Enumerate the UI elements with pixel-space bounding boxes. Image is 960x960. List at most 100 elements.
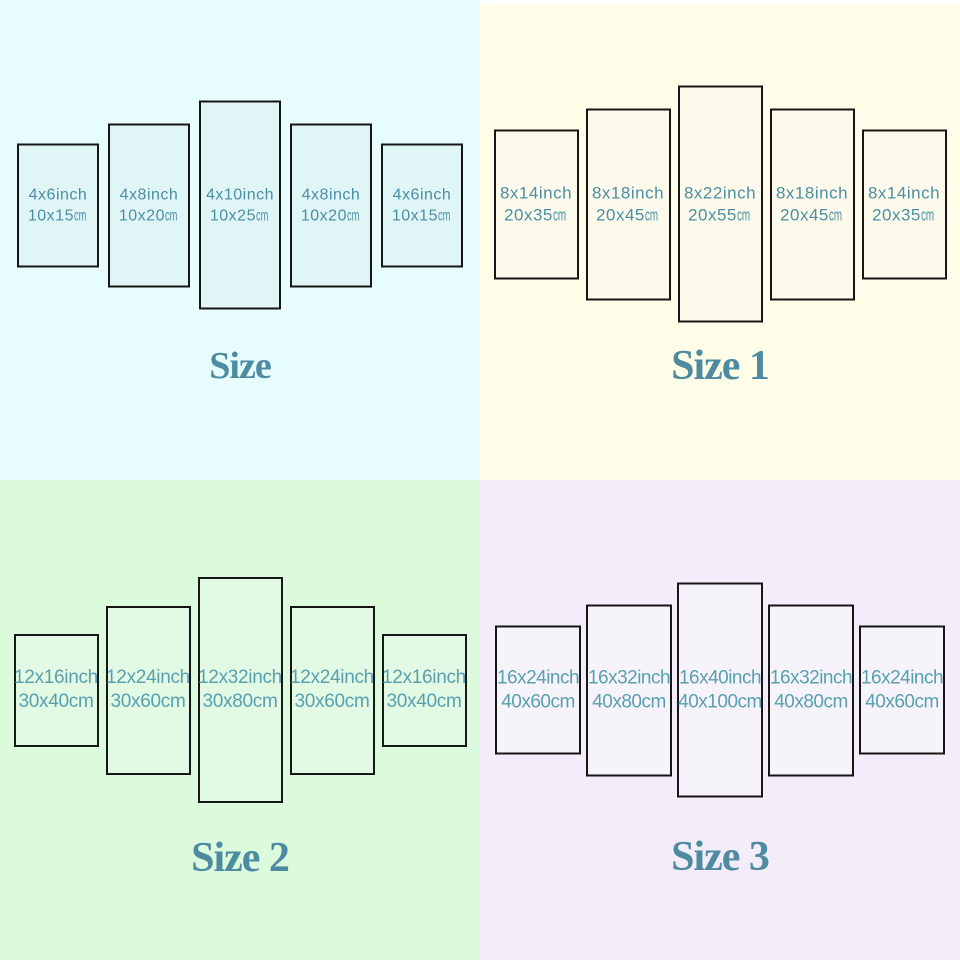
panel-inch-label: 16x32inch (587, 667, 671, 688)
panel-cm-unit: cm (346, 207, 360, 224)
quadrant-size-2: 12x16inch 30x40cm 12x24inch 30x60cm 12x3… (0, 480, 480, 960)
canvas-panel: 16x24inch 40x60cm (859, 625, 945, 755)
panel-cm-unit: cm (550, 691, 575, 712)
panel-size-label: 12x16inch 30x40cm (14, 666, 98, 714)
panel-cm-label: 20x35cm (504, 205, 567, 224)
panel-cm-label: 10x25cm (209, 207, 269, 224)
canvas-panel: 4x8inch 10x20cm (290, 123, 372, 287)
canvas-panel: 8x14inch 20x35cm (493, 129, 579, 279)
panel-cm-label: 20x55cm (688, 205, 751, 224)
panel-row: 12x16inch 30x40cm 12x24inch 30x60cm 12x3… (0, 577, 480, 803)
panel-cm-label: 30x80cm (202, 691, 278, 712)
panel-size-label: 4x6inch 10x15cm (28, 184, 88, 226)
canvas-panel: 16x32inch 40x80cm (768, 604, 854, 776)
panel-cm-label: 40x80cm (592, 691, 666, 712)
panel-inch-label: 16x24inch (496, 667, 580, 688)
panel-cm-label: 10x20cm (118, 207, 178, 224)
panel-inch-label: 4x6inch (392, 186, 452, 203)
panel-cm-label: 30x40cm (18, 691, 94, 712)
panel-cm-label: 40x100cm (678, 691, 763, 712)
canvas-panel: 12x24inch 30x60cm (105, 605, 191, 775)
panel-inch-label: 8x14inch (499, 183, 573, 202)
panel-size-label: 8x18inch 20x45cm (776, 182, 848, 226)
panel-cm-label: 40x60cm (501, 691, 575, 712)
panel-cm-unit: cm (641, 691, 666, 712)
panel-size-label: 16x24inch 40x60cm (860, 666, 944, 714)
panel-size-label: 4x6inch 10x15cm (392, 184, 452, 226)
panel-cm-unit: cm (252, 691, 278, 712)
panel-inch-label: 12x16inch (382, 667, 466, 688)
panel-cm-label: 10x15cm (391, 207, 451, 224)
panel-cm-unit: cm (255, 207, 269, 224)
panel-cm-unit: cm (920, 205, 935, 224)
panel-cm-unit: cm (436, 691, 462, 712)
canvas-panel: 8x22inch 20x55cm (677, 85, 763, 323)
quadrant-size-1: 8x14inch 20x35cm 8x18inch 20x45cm 8x22in… (480, 0, 960, 480)
canvas-panel: 8x18inch 20x45cm (769, 108, 855, 300)
panel-cm-unit: cm (914, 691, 939, 712)
panel-cm-label: 30x60cm (110, 691, 186, 712)
canvas-panel: 8x14inch 20x35cm (861, 129, 947, 279)
panel-inch-label: 8x18inch (775, 183, 849, 202)
panel-row: 4x6inch 10x15cm 4x8inch 10x20cm 4x10inch… (0, 100, 480, 310)
panel-cm-unit: cm (823, 691, 848, 712)
panel-size-label: 16x32inch 40x80cm (587, 666, 671, 714)
panel-inch-label: 12x16inch (14, 667, 98, 688)
panel-cm-label: 40x60cm (865, 691, 939, 712)
panel-size-label: 4x8inch 10x20cm (119, 184, 179, 226)
panel-cm-label: 30x60cm (294, 691, 370, 712)
panel-size-label: 12x24inch 30x60cm (290, 666, 374, 714)
panel-cm-unit: cm (437, 207, 451, 224)
panel-cm-label: 20x35cm (872, 205, 935, 224)
panel-size-label: 4x8inch 10x20cm (301, 184, 361, 226)
panel-size-label: 16x32inch 40x80cm (770, 666, 853, 714)
panel-inch-label: 12x24inch (290, 667, 374, 688)
quadrant-title: Size 2 (191, 835, 290, 881)
panel-inch-label: 16x40inch (678, 667, 762, 688)
canvas-panel: 12x16inch 30x40cm (13, 633, 99, 747)
canvas-panel: 4x6inch 10x15cm (17, 143, 99, 267)
canvas-panel: 12x32inch 30x80cm (197, 577, 283, 803)
panel-size-label: 12x16inch 30x40cm (382, 666, 466, 714)
quadrant-title: Size 3 (671, 834, 770, 880)
canvas-panel: 12x24inch 30x60cm (289, 605, 375, 775)
panel-cm-unit: cm (737, 691, 763, 712)
panel-inch-label: 4x8inch (119, 186, 179, 203)
panel-cm-unit: cm (164, 207, 178, 224)
panel-inch-label: 8x22inch (683, 183, 757, 202)
panel-cm-label: 10x15cm (27, 207, 87, 224)
canvas-panel: 4x6inch 10x15cm (381, 143, 463, 267)
panel-cm-unit: cm (73, 207, 87, 224)
image-margin-strip (480, 0, 960, 4)
panel-inch-label: 4x6inch (28, 186, 88, 203)
panel-cm-label: 20x45cm (780, 205, 843, 224)
quadrant-title: Size (209, 345, 271, 387)
panel-cm-label: 20x45cm (596, 205, 659, 224)
panel-row: 8x14inch 20x35cm 8x18inch 20x45cm 8x22in… (480, 85, 960, 323)
canvas-panel: 16x24inch 40x60cm (495, 625, 581, 755)
panel-inch-label: 12x24inch (106, 667, 190, 688)
quadrant-size-3: 16x24inch 40x60cm 16x32inch 40x80cm 16x4… (480, 480, 960, 960)
panel-size-label: 12x24inch 30x60cm (106, 666, 190, 714)
canvas-panel: 12x16inch 30x40cm (381, 633, 467, 747)
quadrant-size: 4x6inch 10x15cm 4x8inch 10x20cm 4x10inch… (0, 0, 480, 480)
panel-size-label: 8x18inch 20x45cm (592, 182, 664, 226)
panel-inch-label: 8x14inch (867, 183, 941, 202)
quadrant-title: Size 1 (671, 343, 770, 389)
panel-cm-unit: cm (68, 691, 94, 712)
panel-cm-label: 40x80cm (774, 691, 848, 712)
panel-cm-unit: cm (552, 205, 567, 224)
canvas-panel: 4x10inch 10x25cm (199, 100, 281, 310)
panel-inch-label: 4x8inch (301, 186, 361, 203)
panel-cm-label: 30x40cm (386, 691, 462, 712)
panel-size-label: 8x22inch 20x55cm (684, 182, 756, 226)
canvas-panel: 4x8inch 10x20cm (108, 123, 190, 287)
panel-cm-label: 10x20cm (300, 207, 360, 224)
panel-inch-label: 16x24inch (860, 667, 944, 688)
panel-cm-unit: cm (828, 205, 843, 224)
canvas-panel: 8x18inch 20x45cm (585, 108, 671, 300)
panel-cm-unit: cm (160, 691, 186, 712)
panel-size-label: 12x32inch 30x80cm (198, 666, 282, 714)
panel-size-label: 8x14inch 20x35cm (500, 182, 572, 226)
